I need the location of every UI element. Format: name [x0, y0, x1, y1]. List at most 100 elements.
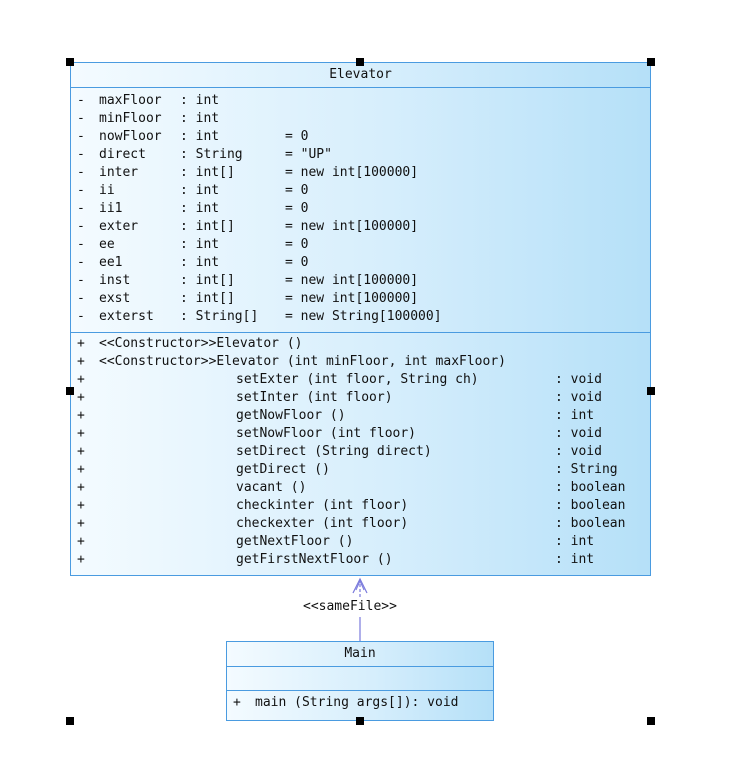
attribute-initial: = new String[100000]	[285, 309, 442, 324]
attribute-row[interactable]: -ee: int= 0	[71, 236, 650, 254]
attribute-initial: = new int[100000]	[285, 219, 419, 234]
attribute-name: exst	[99, 291, 131, 306]
attribute-type: : int[]	[180, 219, 235, 234]
main-class[interactable]: Main +main (String args[]): void	[226, 641, 494, 721]
method-row[interactable]: +getDirect (): String	[71, 461, 650, 479]
attribute-name: direct	[99, 147, 146, 162]
method-row[interactable]: + getNowFloor () : int	[71, 407, 650, 425]
method-return-type: : int	[555, 534, 595, 549]
method-signature: checkexter (int floor)	[236, 516, 409, 531]
method-return-type: : boolean	[555, 516, 626, 531]
attribute-initial: = 0	[285, 201, 309, 216]
visibility-marker: -	[77, 147, 85, 162]
attribute-type: : int	[180, 111, 220, 126]
method-row[interactable]: +setInter (int floor): void	[71, 389, 650, 407]
method-signature: setExter (int floor, String ch)	[236, 372, 479, 387]
attribute-row[interactable]: -direct: String= "UP"	[71, 146, 650, 164]
attribute-row[interactable]: -ii: int= 0	[71, 182, 650, 200]
visibility-marker: +	[77, 426, 85, 441]
attribute-row[interactable]: -exter: int[]= new int[100000]	[71, 218, 650, 236]
attribute-name: ee	[99, 237, 115, 252]
method-signature: getNowFloor ()	[236, 408, 346, 423]
method-return-type: : void	[555, 426, 602, 441]
method-return-type: : void	[555, 372, 602, 387]
attribute-initial: = "UP"	[285, 147, 332, 162]
method-return-type: : int	[555, 408, 595, 423]
method-row[interactable]: +checkinter (int floor): boolean	[71, 497, 650, 515]
attribute-row[interactable]: -nowFloor: int= 0	[71, 128, 650, 146]
method-row[interactable]: +setExter (int floor, String ch): void	[71, 371, 650, 389]
attributes-section: -maxFloor: int-minFloor: int-nowFloor: i…	[71, 88, 650, 333]
attribute-name: exterst	[99, 309, 154, 324]
visibility-marker: +	[77, 552, 85, 567]
method-signature: getFirstNextFloor ()	[236, 552, 393, 567]
method-row[interactable]: + getFirstNextFloor () : int	[71, 551, 650, 569]
attribute-type: : int	[180, 255, 220, 270]
method-row[interactable]: +checkexter (int floor): boolean	[71, 515, 650, 533]
attribute-row[interactable]: -exterst : String[] = new String[100000]	[71, 308, 650, 326]
elevator-class[interactable]: Elevator -maxFloor: int-minFloor: int-no…	[70, 62, 651, 576]
class-title: Elevator	[71, 63, 650, 88]
attribute-initial: = 0	[285, 255, 309, 270]
visibility-marker: -	[77, 201, 85, 216]
selection-handle-bottom-left[interactable]	[66, 717, 74, 725]
attribute-name: nowFloor	[99, 129, 162, 144]
attribute-name: inst	[99, 273, 131, 288]
attribute-type: : int[]	[180, 165, 235, 180]
method-row[interactable]: + setNowFloor (int floor) : void	[71, 425, 650, 443]
visibility-marker: -	[77, 165, 85, 180]
attribute-type: : int	[180, 93, 220, 108]
constructor-row[interactable]: + <<Constructor>>Elevator ()	[71, 335, 650, 353]
selection-handle-top-right[interactable]	[647, 58, 655, 66]
constructor-signature: <<Constructor>>Elevator (int minFloor, i…	[99, 354, 506, 369]
selection-handle-top-center[interactable]	[356, 58, 364, 66]
visibility-marker: +	[77, 336, 85, 351]
selection-handle-top-left[interactable]	[66, 58, 74, 66]
attribute-name: ii1	[99, 201, 123, 216]
selection-handle-middle-left[interactable]	[66, 387, 74, 395]
operations-section: +<<Constructor>>Elevator ()+<<Constructo…	[71, 333, 650, 569]
attribute-type: : int	[180, 183, 220, 198]
visibility-marker: -	[77, 309, 85, 324]
attribute-row[interactable]: -inst: int[]= new int[100000]	[71, 272, 650, 290]
method-row[interactable]: +vacant (): boolean	[71, 479, 650, 497]
attribute-name: ee1	[99, 255, 123, 270]
attribute-row[interactable]: -ii1 : int = 0	[71, 200, 650, 218]
attribute-row[interactable]: -inter: int[]= new int[100000]	[71, 164, 650, 182]
method-row[interactable]: +getNextFloor (): int	[71, 533, 650, 551]
visibility-marker: -	[77, 237, 85, 252]
attribute-type: : int[]	[180, 273, 235, 288]
attribute-row[interactable]: -ee1 : int = 0	[71, 254, 650, 272]
method-signature: setInter (int floor)	[236, 390, 393, 405]
constructor-row[interactable]: +<<Constructor>>Elevator (int minFloor, …	[71, 353, 650, 371]
method-return-type: : int	[555, 552, 595, 567]
selection-handle-middle-right[interactable]	[647, 387, 655, 395]
attribute-type: : String[]	[180, 309, 259, 324]
attribute-row[interactable]: -minFloor : int	[71, 110, 650, 128]
method-signature: setDirect (String direct)	[236, 444, 432, 459]
constructor-signature: <<Constructor>>Elevator ()	[99, 336, 303, 351]
method-return-type: : String	[555, 462, 618, 477]
selection-handle-bottom-right[interactable]	[647, 717, 655, 725]
visibility-marker: +	[77, 408, 85, 423]
attribute-initial: = 0	[285, 129, 309, 144]
method-row[interactable]: +setDirect (String direct): void	[71, 443, 650, 461]
main-method-row[interactable]: + main (String args[]): void	[227, 694, 493, 712]
method-signature: setNowFloor (int floor)	[236, 426, 417, 441]
attribute-type: : int	[180, 237, 220, 252]
attribute-name: inter	[99, 165, 139, 180]
visibility-marker: -	[77, 219, 85, 234]
attribute-row[interactable]: -exst: int[]= new int[100000]	[71, 290, 650, 308]
attribute-type: : int	[180, 201, 220, 216]
method-signature: main (String args[]): void	[255, 695, 459, 710]
visibility-marker: -	[77, 111, 85, 126]
method-return-type: : boolean	[555, 480, 626, 495]
method-return-type: : void	[555, 390, 602, 405]
attribute-type: : int[]	[180, 291, 235, 306]
selection-handle-bottom-center[interactable]	[356, 717, 364, 725]
visibility-marker: +	[77, 444, 85, 459]
attribute-name: minFloor	[99, 111, 162, 126]
visibility-marker: +	[233, 695, 241, 710]
attribute-row[interactable]: -maxFloor: int	[71, 92, 650, 110]
visibility-marker: -	[77, 255, 85, 270]
